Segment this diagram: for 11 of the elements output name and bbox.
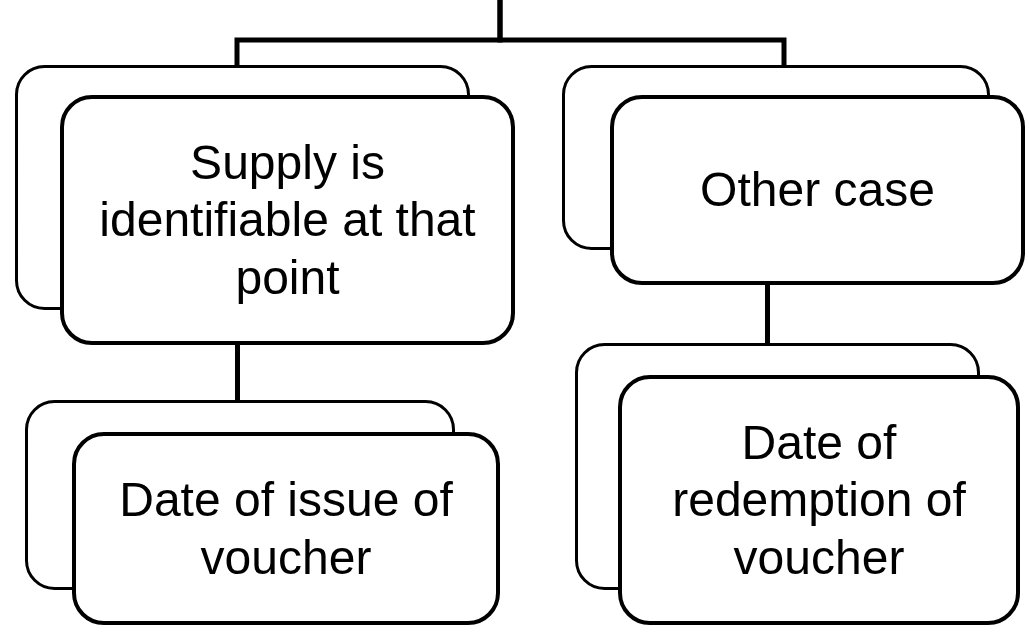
- box-label: Date of redemption of voucher: [671, 414, 967, 586]
- box-label: Date of issue of voucher: [118, 471, 454, 586]
- connector-line: [235, 345, 240, 400]
- stacked-text-box: [562, 65, 1025, 285]
- connector-line: [765, 285, 770, 343]
- stacked-text-box: [575, 343, 1020, 625]
- connector-line: [497, 0, 787, 65]
- box-label: Other case: [700, 162, 935, 219]
- stacked-text-box: [15, 65, 515, 345]
- box-label: Supply is identifiable at that point: [98, 134, 477, 306]
- stacked-text-box: [25, 400, 500, 625]
